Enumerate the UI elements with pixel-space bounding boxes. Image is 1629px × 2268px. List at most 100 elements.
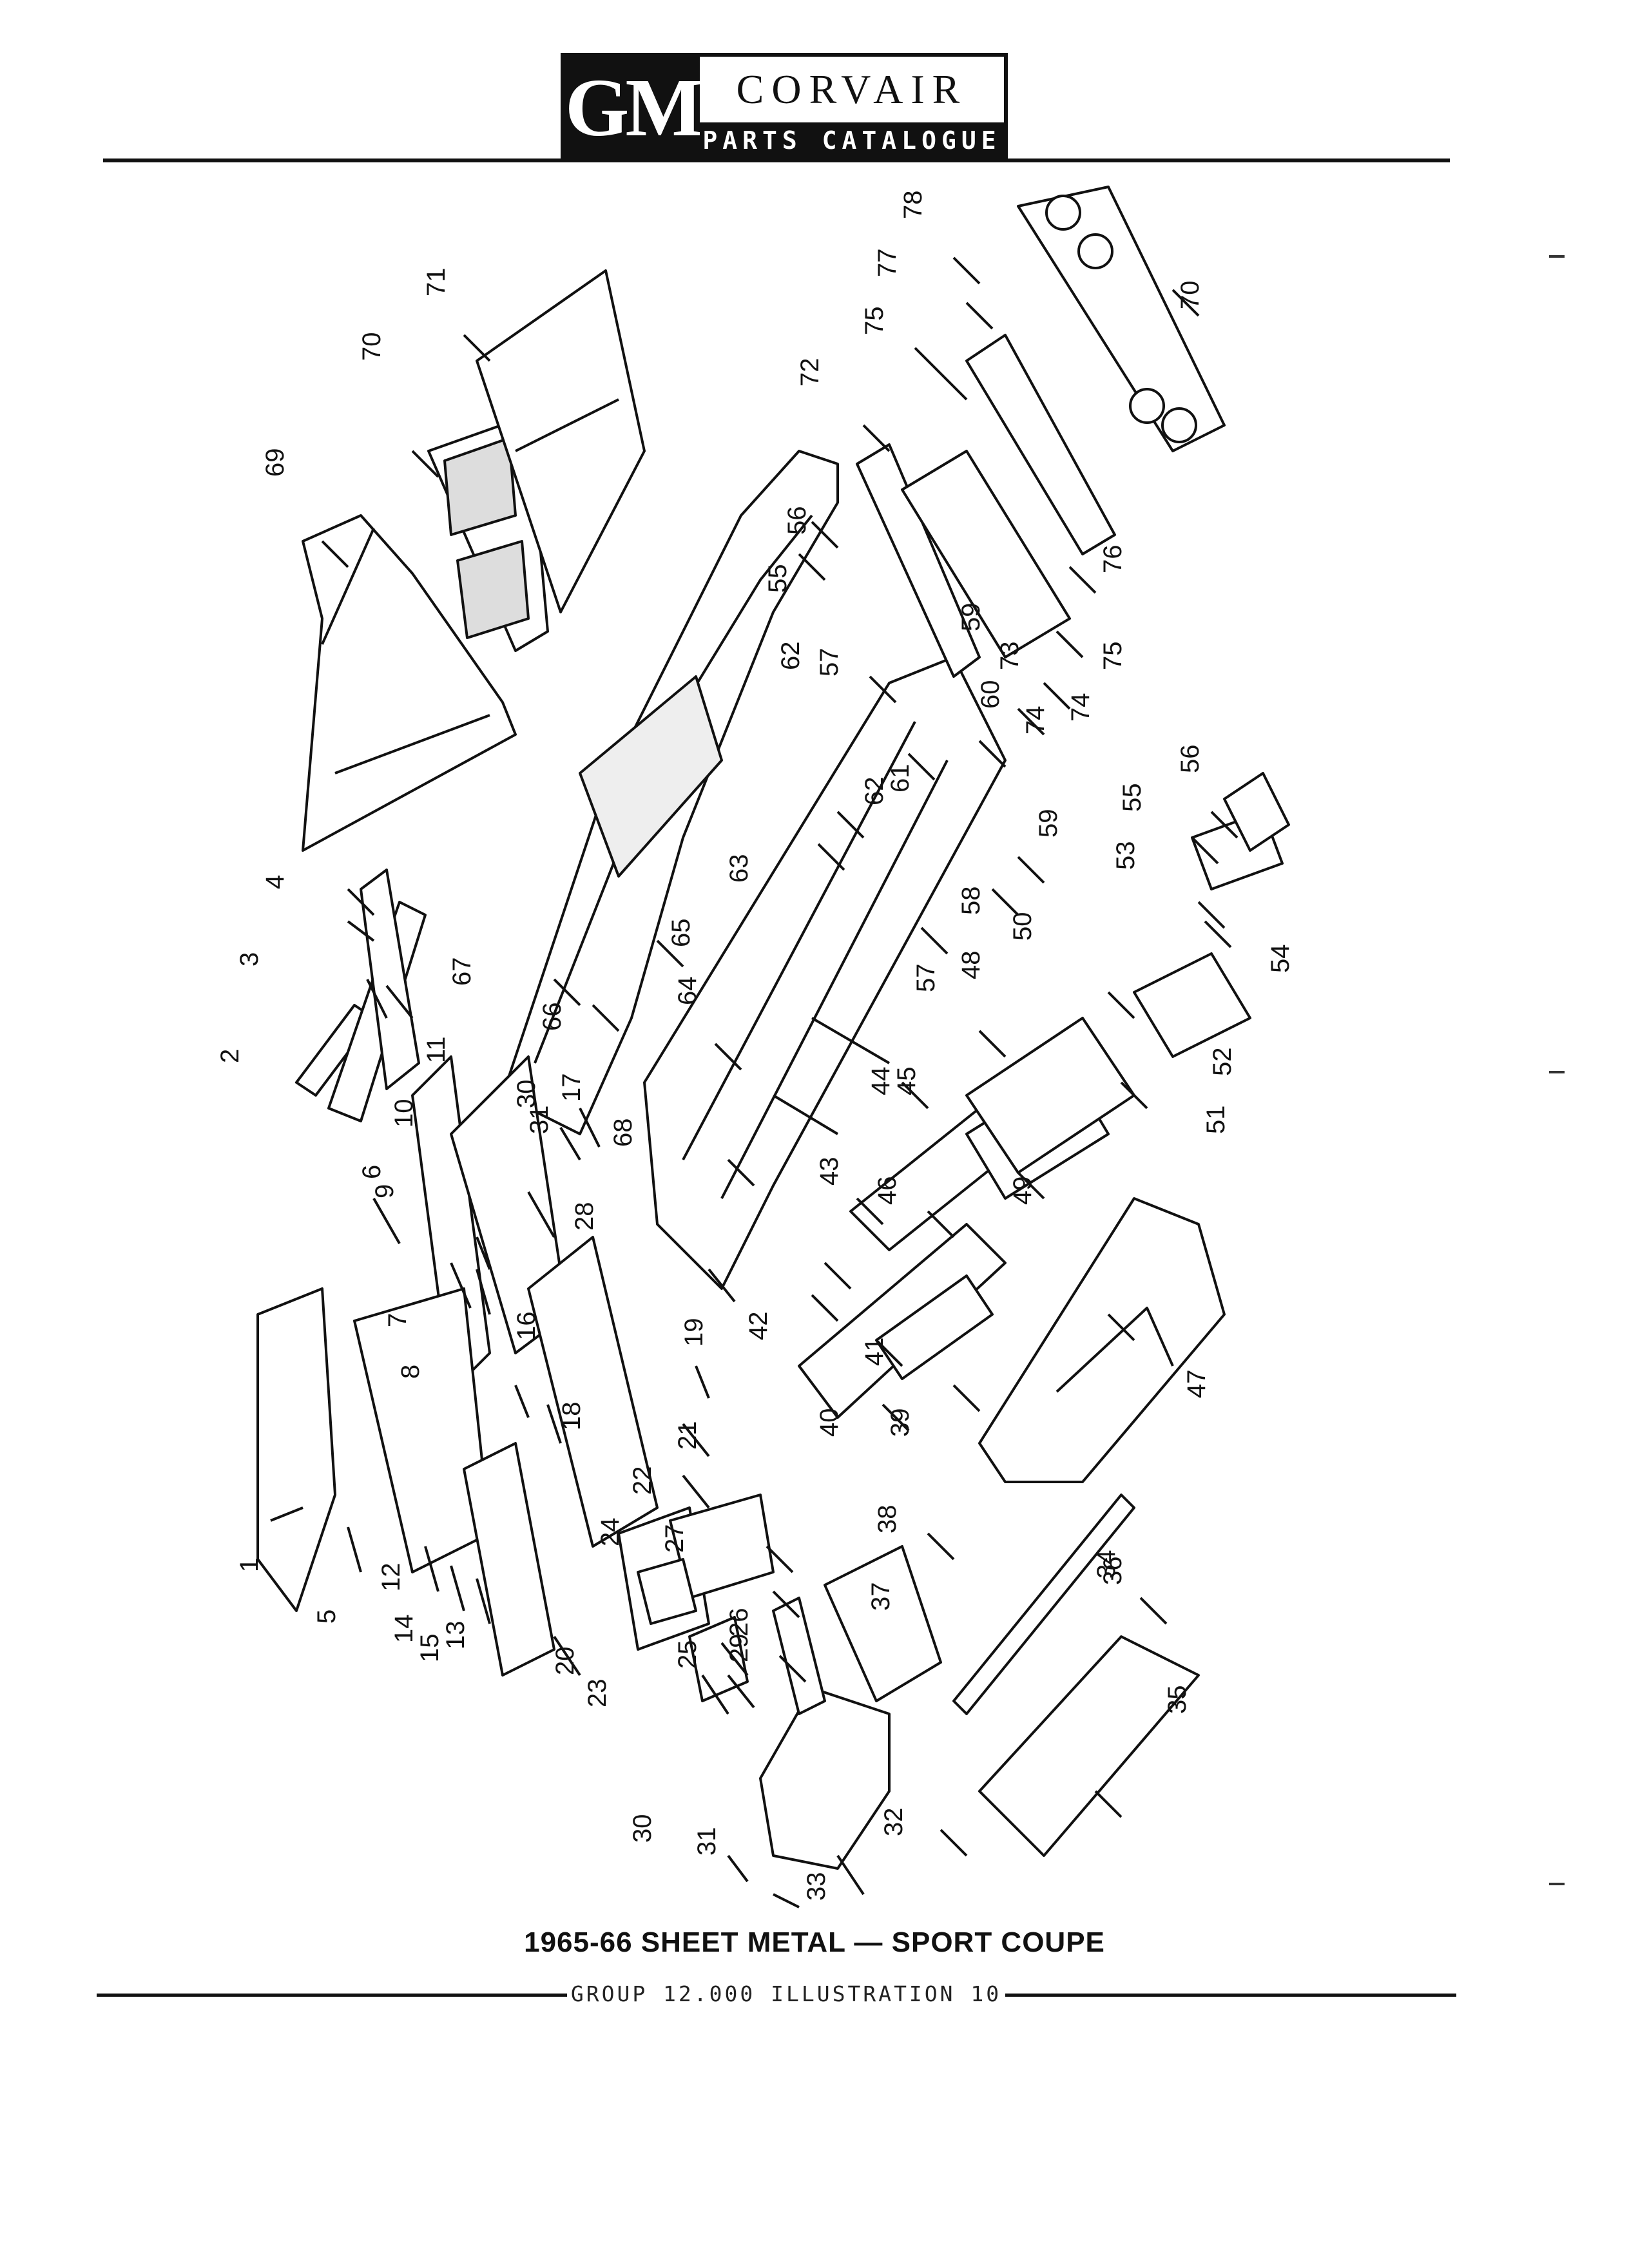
catalogue-label: PARTS CATALOGUE [700, 122, 1004, 159]
callout-45: 45 [892, 1067, 921, 1096]
callout-9: 9 [371, 1184, 399, 1198]
callout-22: 22 [628, 1466, 657, 1495]
door-outer-panel [978, 1635, 1200, 1857]
front-fender [759, 1687, 891, 1870]
rear-panel-upper [1017, 186, 1226, 452]
callout-59: 59 [957, 603, 985, 632]
callout-44: 44 [867, 1067, 895, 1096]
gm-corvair-logo: GM CORVAIR PARTS CATALOGUE [561, 53, 1008, 162]
callout-59: 59 [1034, 809, 1063, 838]
callout-21: 21 [673, 1421, 702, 1450]
callout-56: 56 [783, 506, 811, 535]
callout-67: 67 [448, 957, 476, 986]
rear-end-panel [856, 443, 981, 678]
louver-grille [443, 437, 530, 639]
callout-25: 25 [673, 1640, 702, 1669]
callout-14: 14 [390, 1615, 418, 1644]
callout-41: 41 [860, 1338, 889, 1367]
diagram-caption: 1965-66 SHEET METAL — SPORT COUPE [524, 1927, 1105, 1958]
callout-57: 57 [815, 648, 843, 677]
callout-17: 17 [557, 1073, 586, 1102]
callout-31: 31 [693, 1827, 721, 1856]
callout-36: 36 [1099, 1557, 1127, 1586]
callout-18: 18 [557, 1402, 586, 1431]
callout-75: 75 [860, 307, 889, 336]
quarter-panel [978, 1197, 1226, 1483]
callout-71: 71 [422, 268, 450, 297]
callout-72: 72 [796, 358, 824, 387]
group-illustration-label: GROUP 12.000 ILLUSTRATION 10 [567, 1981, 1005, 2006]
rear-bulkhead [901, 450, 1071, 658]
callout-48: 48 [957, 951, 985, 980]
front-hood [256, 1287, 336, 1612]
callout-49: 49 [1008, 1177, 1037, 1206]
quarter-panel-arch [1055, 1307, 1174, 1393]
callout-32: 32 [880, 1808, 908, 1837]
callout-10: 10 [390, 1099, 418, 1128]
callout-11: 11 [422, 1036, 450, 1063]
floor-ribs [682, 721, 949, 1199]
tail-lamp-opening-2 [1077, 233, 1113, 269]
windshield-upper [360, 869, 420, 1090]
callout-43: 43 [815, 1157, 843, 1186]
callout-35: 35 [1163, 1686, 1191, 1715]
callout-57: 57 [912, 964, 940, 993]
small-bracket-1 [637, 1558, 697, 1625]
callout-52: 52 [1208, 1048, 1237, 1077]
margin-tick-1 [1549, 255, 1565, 258]
callout-27: 27 [660, 1524, 689, 1553]
callout-55: 55 [1118, 783, 1146, 812]
callout-53: 53 [1112, 841, 1140, 870]
callout-6: 6 [358, 1165, 386, 1179]
callout-66: 66 [538, 1003, 566, 1032]
callout-74: 74 [1066, 693, 1095, 722]
callout-58: 58 [957, 887, 985, 916]
callout-77: 77 [873, 249, 901, 278]
callout-62: 62 [860, 777, 889, 806]
callout-12: 12 [377, 1563, 405, 1592]
callout-8: 8 [396, 1365, 425, 1379]
callout-74: 74 [1021, 706, 1050, 735]
callout-15: 15 [416, 1634, 444, 1663]
callout-68: 68 [609, 1119, 637, 1148]
underbody-floor [643, 656, 1007, 1290]
callout-7: 7 [383, 1313, 412, 1327]
callout-31: 31 [525, 1106, 554, 1135]
callout-78: 78 [899, 191, 927, 220]
callout-54: 54 [1266, 945, 1295, 974]
callout-64: 64 [673, 977, 702, 1006]
callout-63: 63 [725, 854, 753, 883]
callout-51: 51 [1202, 1106, 1230, 1135]
margin-tick-2 [1549, 1071, 1565, 1073]
callout-70: 70 [358, 332, 386, 361]
callout-19: 19 [680, 1318, 708, 1347]
callout-30: 30 [628, 1814, 657, 1843]
gm-brand-mark: GM [564, 57, 703, 159]
callout-37: 37 [867, 1582, 895, 1611]
callout-65: 65 [667, 919, 695, 948]
margin-tick-3 [1549, 1883, 1565, 1885]
callout-39: 39 [886, 1408, 914, 1437]
callout-29: 29 [725, 1634, 753, 1663]
rocker-inner [875, 1274, 994, 1380]
callout-28: 28 [570, 1202, 599, 1231]
callout-61: 61 [886, 764, 914, 793]
fender-extension [824, 1545, 942, 1702]
callout-55: 55 [764, 564, 792, 593]
callout-75: 75 [1099, 642, 1127, 671]
callout-30: 30 [512, 1080, 541, 1109]
callout-4: 4 [261, 875, 289, 889]
callout-47: 47 [1182, 1370, 1211, 1399]
callout-73: 73 [996, 642, 1024, 671]
callout-2: 2 [216, 1049, 244, 1063]
front-structure [353, 1287, 491, 1573]
model-name: CORVAIR [736, 66, 968, 112]
callout-20: 20 [551, 1647, 579, 1676]
rear-corner-panel [1133, 952, 1251, 1058]
side-panel-strip [772, 1597, 826, 1715]
callout-46: 46 [873, 1177, 901, 1206]
tail-panel-extension [1223, 772, 1290, 852]
callout-60: 60 [976, 680, 1005, 709]
callout-3: 3 [235, 952, 264, 966]
